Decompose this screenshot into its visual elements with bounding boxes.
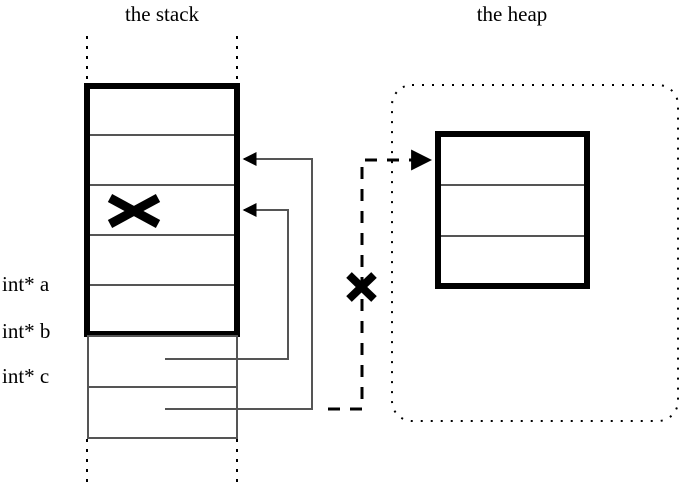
strikethrough-x-link	[346, 272, 377, 302]
heap-title: the heap	[476, 2, 548, 26]
stack-title: the stack	[124, 2, 200, 26]
var-label-a: int* a	[2, 272, 50, 296]
stack-extent-dotted-top	[86, 36, 238, 85]
heap-cell-value-2: ?	[507, 248, 518, 272]
stack-cell-value-1: 13	[151, 150, 173, 174]
pointer-line-c-heap-dashed	[328, 149, 433, 411]
stack-cell-value-4: 10	[151, 298, 173, 322]
var-label-c: int* c	[2, 364, 50, 388]
stack-pointer-rows	[87, 335, 238, 439]
stack-extent-dotted-bottom	[86, 439, 238, 489]
var-label-b: int* b	[2, 319, 51, 343]
heap-cell-value-1: 13	[502, 197, 523, 221]
stack-cell-value-0: 14	[151, 100, 173, 124]
stack-cell-value-2-new: 7	[189, 200, 201, 224]
stack-cell-value-3: 11	[151, 249, 173, 273]
pointer-line-b	[165, 203, 289, 360]
heap-cell-value-0: 7	[507, 146, 518, 170]
pointer-line-c-stack	[165, 152, 313, 410]
